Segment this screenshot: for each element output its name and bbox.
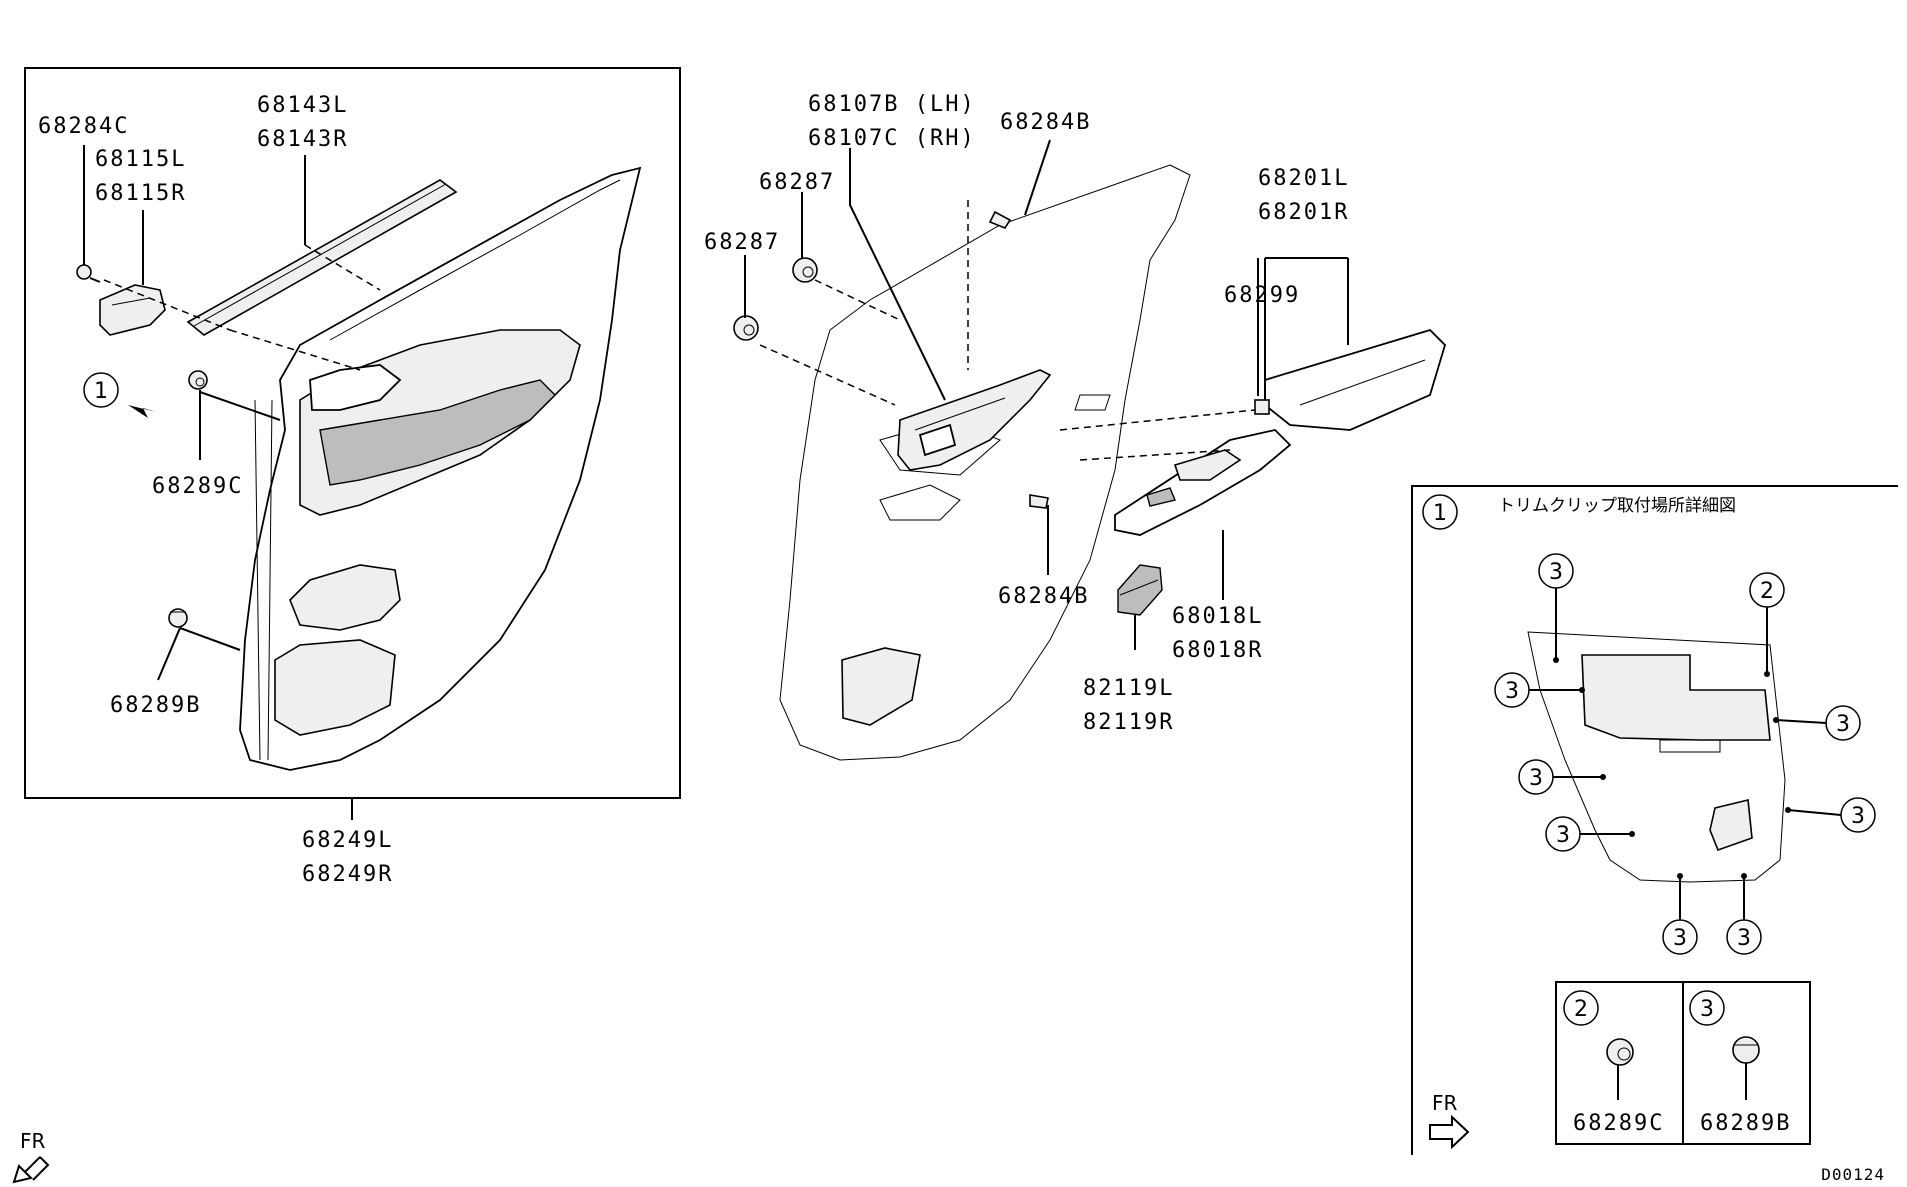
label-68201L: 68201L	[1258, 166, 1349, 191]
detail-fr-label: FR	[1432, 1091, 1458, 1115]
detail-callout-1: 1	[1433, 501, 1447, 526]
clip-68289C	[188, 370, 208, 390]
clip-68287-a	[792, 257, 818, 283]
label-68107C: 68107C (RH)	[808, 126, 976, 151]
marker-3-f: 3	[1545, 816, 1635, 852]
legend-2-num: 2	[1574, 997, 1588, 1022]
marker-3-e: 3	[1785, 797, 1876, 833]
label-68289C: 68289C	[152, 474, 243, 499]
marker-3-c: 3	[1773, 705, 1861, 741]
svg-text:3: 3	[1737, 926, 1751, 951]
fr-arrow-left-icon	[12, 1156, 41, 1184]
door-inner-outline	[779, 164, 1191, 761]
clip-legend-table: 2 3 68289C 68289B	[1555, 981, 1811, 1145]
label-68249L: 68249L	[302, 828, 393, 853]
marker-3-d: 3	[1518, 759, 1606, 795]
window-switch-82119	[1117, 564, 1163, 616]
center-assembly-group: 68107B (LH) 68107C (RH) 68284B 68287 682…	[704, 92, 1447, 761]
label-68249R: 68249R	[302, 862, 393, 887]
left-assembly-group: 1 68284C 68115L 68115R 68143L 68143R 682…	[24, 67, 681, 887]
label-68284C: 68284C	[38, 114, 129, 139]
detail-door-outline	[1527, 631, 1786, 883]
legend-clip-68289C-icon	[1606, 1038, 1634, 1100]
switch-panel-68018	[1114, 429, 1292, 536]
label-82119R: 82119R	[1083, 710, 1174, 735]
clip-68289B	[168, 608, 188, 628]
label-68018L: 68018L	[1172, 604, 1263, 629]
legend-68289B: 68289B	[1700, 1111, 1791, 1136]
diagram-code: D00124	[1821, 1165, 1885, 1184]
label-68284B-bottom: 68284B	[998, 584, 1089, 609]
marker-3-a: 3	[1538, 553, 1574, 663]
screw-68284B-top	[988, 210, 1012, 229]
fr-label-left: FR	[20, 1129, 46, 1153]
legend-68289C: 68289C	[1573, 1111, 1664, 1136]
label-68115R: 68115R	[95, 181, 186, 206]
label-68284B-top: 68284B	[1000, 110, 1091, 135]
clip-68299	[1254, 399, 1270, 415]
label-68107B: 68107B (LH)	[808, 92, 976, 117]
armrest-base-68107	[897, 369, 1052, 471]
label-68115L: 68115L	[95, 147, 186, 172]
callout-1-left: 1	[83, 372, 156, 418]
svg-text:3: 3	[1851, 804, 1865, 829]
detail-title: トリムクリップ取付場所詳細図	[1498, 496, 1736, 516]
label-68201R: 68201R	[1258, 200, 1349, 225]
label-68018R: 68018R	[1172, 638, 1263, 663]
svg-text:3: 3	[1836, 712, 1850, 737]
weatherstrip-68143	[186, 179, 458, 336]
clip-68287-b	[733, 315, 759, 341]
label-68287-a: 68287	[759, 170, 835, 195]
clip-location-detail-panel: 1 トリムクリップ取付場所詳細図 3 2 3 3 3 3 3 3 3 2 3	[1411, 485, 1898, 1155]
callout-1-left-num: 1	[94, 379, 108, 404]
svg-text:3: 3	[1505, 679, 1519, 704]
label-68143L: 68143L	[257, 93, 348, 118]
legend-3-num: 3	[1700, 997, 1714, 1022]
svg-text:3: 3	[1673, 926, 1687, 951]
marker-2: 2	[1749, 572, 1785, 677]
svg-text:3: 3	[1529, 766, 1543, 791]
door-trim-panel	[239, 166, 642, 771]
svg-text:3: 3	[1556, 823, 1570, 848]
detail-fr-indicator: FR	[1429, 1091, 1470, 1150]
label-68143R: 68143R	[257, 127, 348, 152]
detail-markers: 3 2 3 3 3 3 3 3 3	[1494, 553, 1876, 955]
detail-fr-arrow-icon	[1429, 1114, 1470, 1150]
label-68299: 68299	[1224, 283, 1300, 308]
marker-3-h: 3	[1726, 873, 1762, 955]
armrest-pad-68201	[1264, 328, 1447, 431]
marker-3-g: 3	[1662, 873, 1698, 955]
screw-68284B-bottom	[1029, 494, 1049, 509]
label-82119L: 82119L	[1083, 676, 1174, 701]
fr-indicator-left: FR	[12, 1129, 50, 1184]
marker-3-b: 3	[1494, 672, 1585, 708]
label-68289B: 68289B	[110, 693, 201, 718]
screw-68284C	[76, 264, 101, 283]
legend-clip-68289B-icon	[1732, 1036, 1760, 1100]
label-68287-b: 68287	[704, 230, 780, 255]
svg-text:3: 3	[1549, 560, 1563, 585]
inner-handle-68115	[99, 284, 166, 336]
svg-text:2: 2	[1760, 579, 1774, 604]
